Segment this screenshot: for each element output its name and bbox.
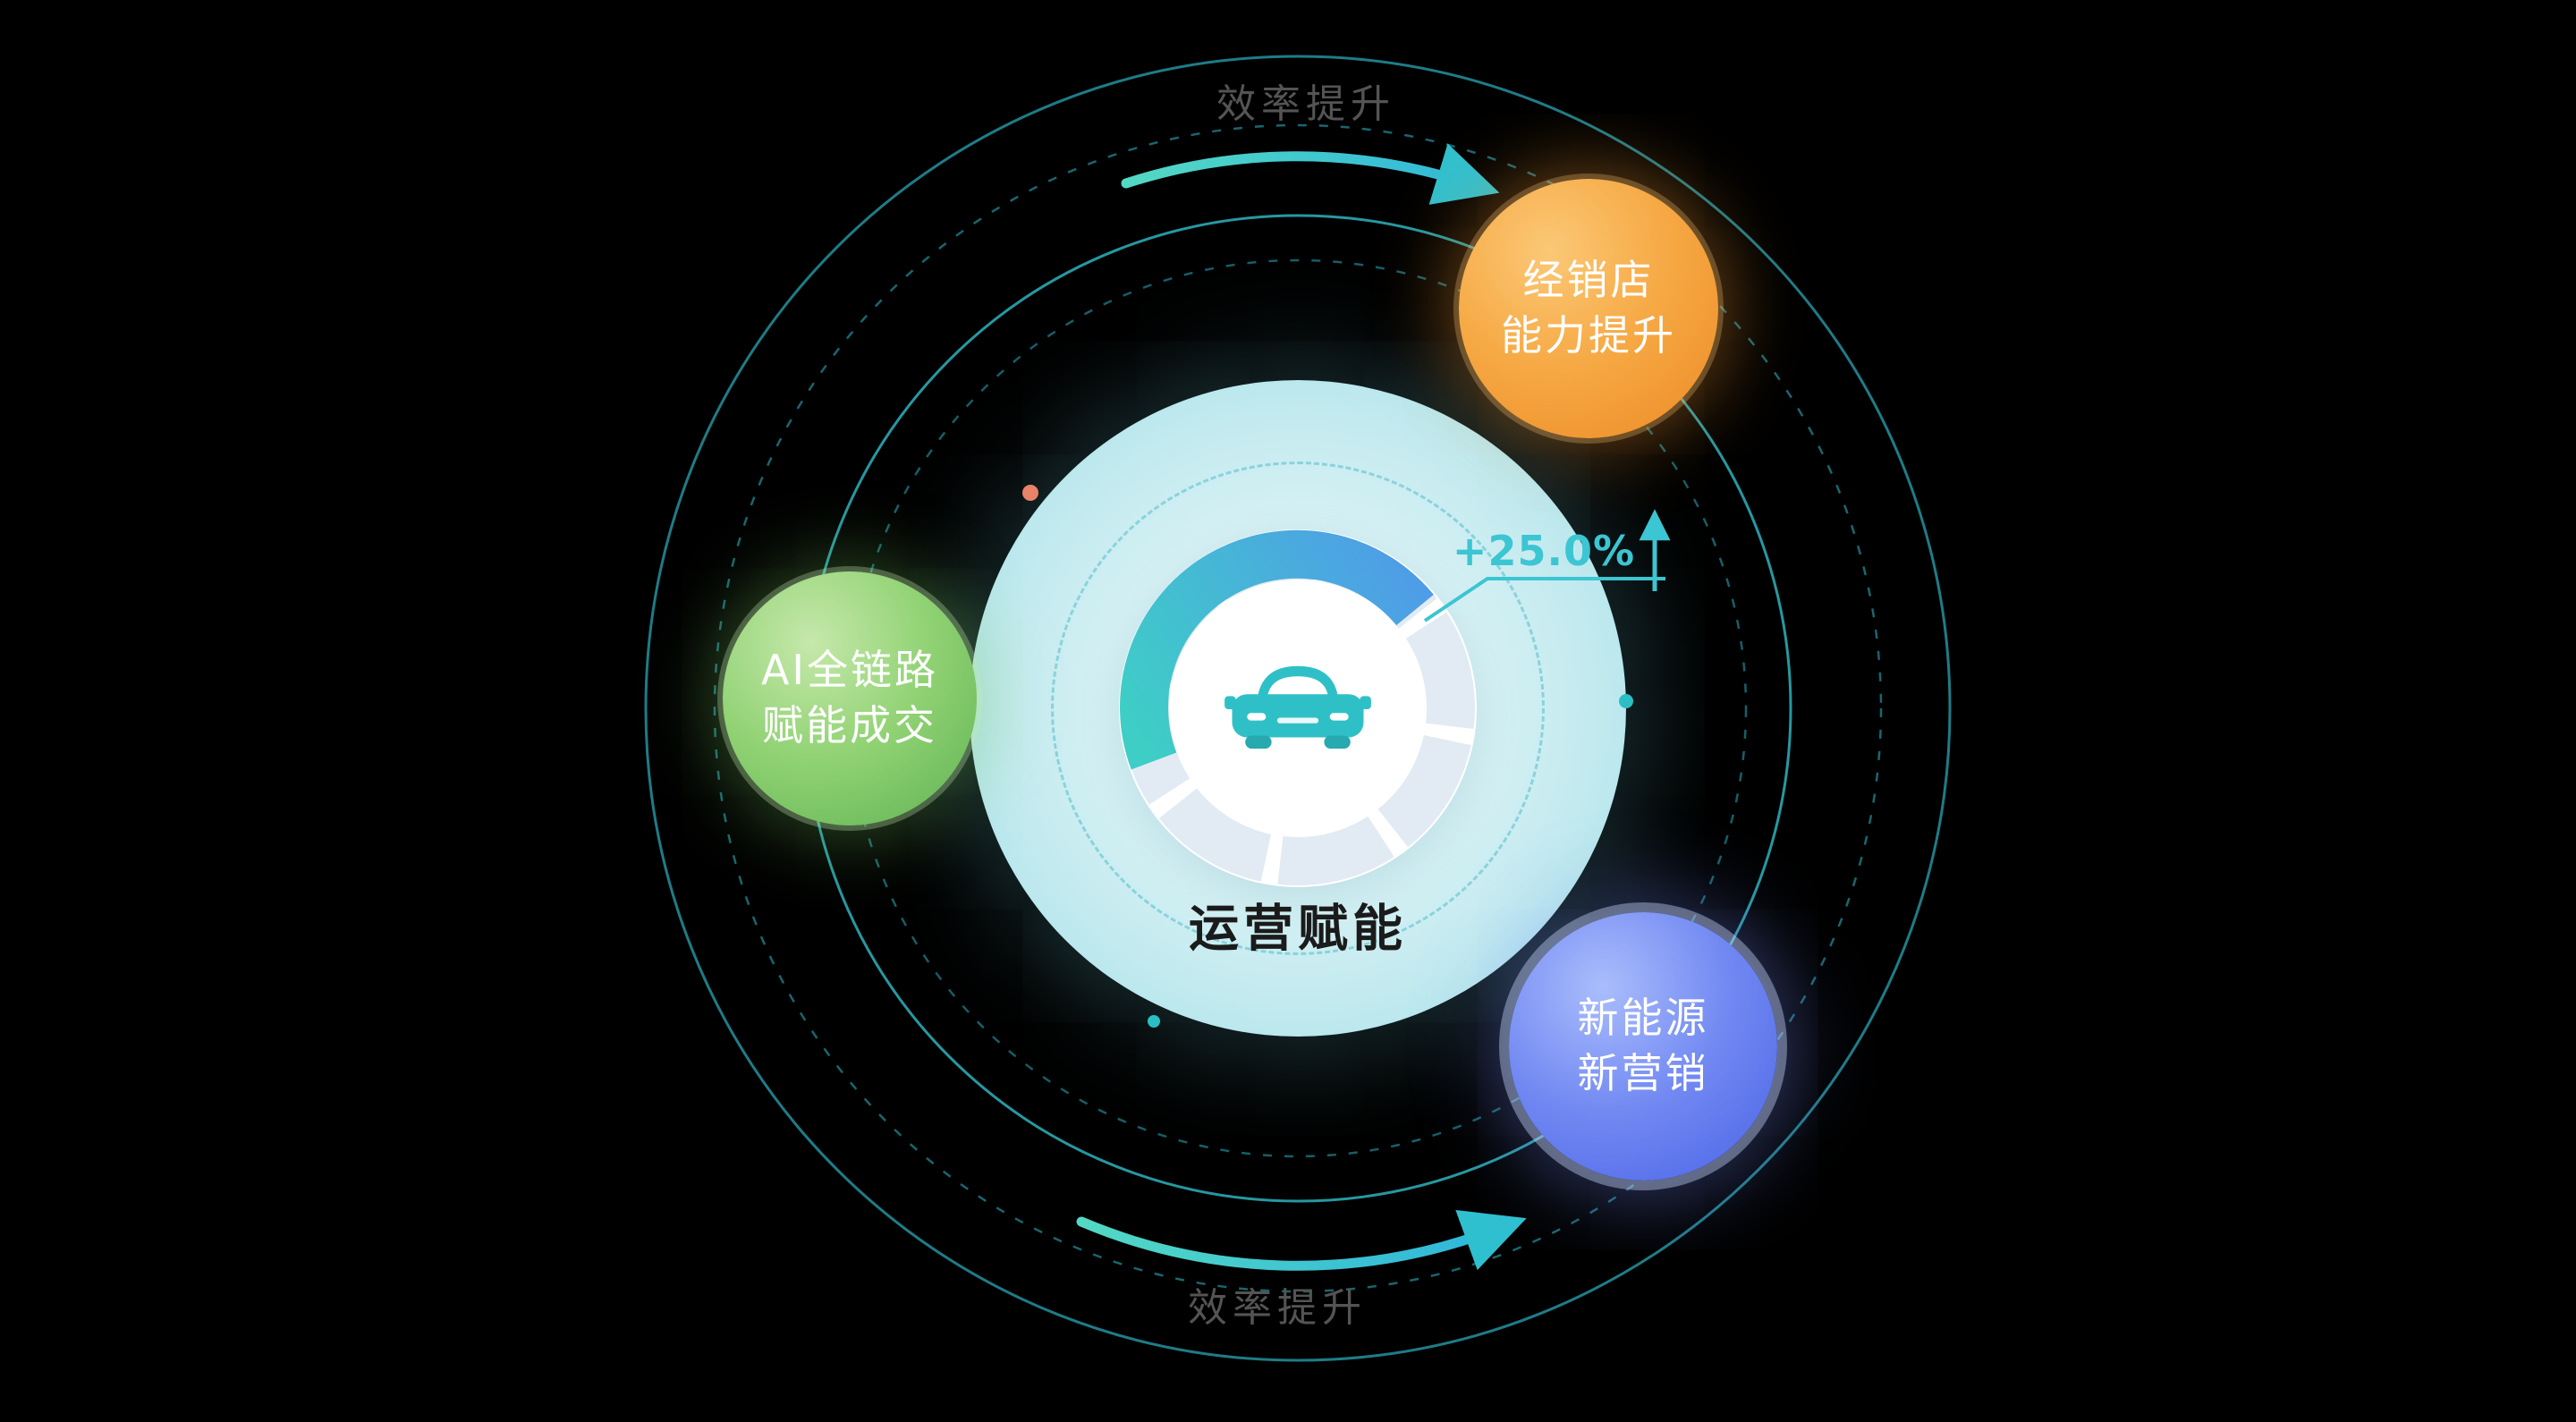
gauge-progress-arc [1120, 529, 1434, 770]
bubble-new-energy-marketing: 新能源 新营销 [1509, 912, 1777, 1181]
orbit-label-top: 效率提升 [1216, 81, 1395, 127]
center-dashed-ring [1051, 461, 1545, 955]
metric-callout-line [1423, 577, 1665, 622]
orbit-ring-inner-dashed [848, 258, 1748, 1158]
orbit-dot-orange [1022, 485, 1038, 501]
bubble-dealer-line2: 能力提升 [1501, 311, 1676, 360]
flow-arrow-top [1121, 143, 1500, 205]
orbit-label-bottom: 效率提升 [1188, 1285, 1367, 1331]
center-title: 运营赋能 [1189, 900, 1407, 959]
bubble-dealer-capability: 经销店 能力提升 [1459, 179, 1718, 438]
bubble-ai-line1: AI全链路 [760, 646, 939, 695]
bubble-nev-line1: 新能源 [1577, 994, 1709, 1043]
orbit-ring-outer-dashed [713, 123, 1883, 1293]
flow-arrow-bottom [1076, 1209, 1527, 1271]
bubble-ai-fullchain: AI全链路 赋能成交 [723, 571, 977, 825]
gauge-track [1121, 531, 1475, 885]
metric-value: +25.0% [1452, 527, 1636, 575]
orbit-dot-teal-bottom [1148, 1015, 1160, 1028]
orbit-dot-teal-right [1619, 694, 1633, 708]
bubble-dealer-line1: 经销店 [1522, 256, 1655, 305]
bubble-ai-line2: 赋能成交 [762, 701, 937, 749]
bubble-nev-line2: 新营销 [1577, 1049, 1709, 1097]
car-icon [1204, 637, 1392, 780]
orbit-ring-outer-solid [644, 55, 1952, 1362]
